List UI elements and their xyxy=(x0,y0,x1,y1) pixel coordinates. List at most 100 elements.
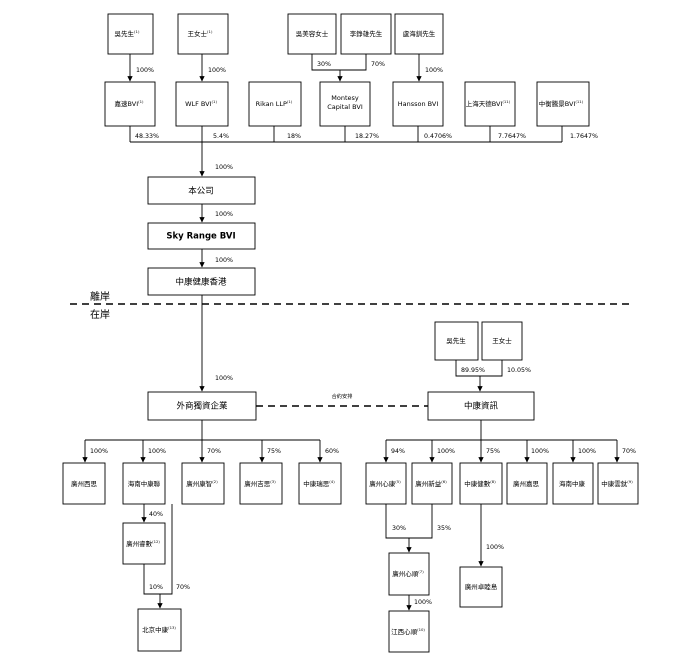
wang-top-box xyxy=(177,13,229,55)
company-label: 本公司 xyxy=(188,186,214,197)
offshore-label: 離岸 xyxy=(90,290,110,303)
svg-text:100%: 100% xyxy=(531,448,549,455)
rikan-llp-box xyxy=(248,81,302,127)
svg-text:100%: 100% xyxy=(414,599,432,606)
montesy-label-1: Montesy xyxy=(331,94,359,102)
svg-text:75%: 75% xyxy=(267,448,281,455)
svg-text:7.7647%: 7.7647% xyxy=(498,133,526,140)
li-zhengxiong-label: 李錚雄先生 xyxy=(350,29,383,38)
svg-text:18%: 18% xyxy=(287,133,301,140)
onshore-label: 在岸 xyxy=(90,309,110,321)
sky-range-label: Sky Range BVI xyxy=(166,232,235,242)
montesy-box xyxy=(319,81,371,127)
wu-meirong-label: 吳美容女士 xyxy=(296,29,329,38)
svg-text:40%: 40% xyxy=(149,511,163,518)
zhongheng-bvi-box xyxy=(536,81,590,127)
wang-top-label: 王女士(1) xyxy=(188,29,213,38)
wlf-bvi-box xyxy=(175,81,229,127)
svg-text:100%: 100% xyxy=(215,211,233,218)
gz-ruishu-label: 廣州睿數(12) xyxy=(126,539,160,548)
svg-text:30%: 30% xyxy=(317,61,331,68)
zk-ruisi-box xyxy=(298,462,342,505)
svg-text:100%: 100% xyxy=(215,375,233,382)
svg-text:60%: 60% xyxy=(325,448,339,455)
svg-text:35%: 35% xyxy=(437,525,451,532)
hn-zk2-label: 海南中康 xyxy=(559,479,586,488)
wu-top-box xyxy=(107,13,154,55)
zk-info-label: 中康資訊 xyxy=(464,401,499,412)
gz-jizhi-label: 廣州吉思(3) xyxy=(244,479,276,488)
company-box xyxy=(147,176,256,205)
svg-text:5.4%: 5.4% xyxy=(213,133,229,140)
gz-kangzhi-label: 廣州康智(2) xyxy=(186,479,218,488)
svg-text:89.95%: 89.95% xyxy=(461,367,485,374)
svg-text:94%: 94% xyxy=(391,448,405,455)
gz-xinyu-box xyxy=(411,462,453,505)
svg-text:100%: 100% xyxy=(425,67,443,74)
gz-xisi-box xyxy=(62,462,106,505)
sky-range-box xyxy=(147,222,256,250)
svg-text:70%: 70% xyxy=(207,448,221,455)
gz-jiasi-box xyxy=(506,462,548,505)
zk-hk-box xyxy=(147,267,256,296)
svg-text:10%: 10% xyxy=(149,584,163,591)
wu-top-label: 吳先生(1) xyxy=(115,29,140,38)
hn-zk2-box xyxy=(552,462,594,505)
wlf-bvi-label: WLF BVI(1) xyxy=(185,99,217,108)
wfoe-box xyxy=(147,391,257,421)
gz-zhuohang-label: 廣州卓睦島 xyxy=(465,582,498,591)
montesy-label-2: Capital BVI xyxy=(327,103,363,111)
zk-hk-label: 中康健康香港 xyxy=(175,277,227,288)
jx-xinshun-box xyxy=(388,610,430,653)
li-zhengxiong-box xyxy=(340,13,392,55)
gz-jizhi-box xyxy=(239,462,283,505)
zhongheng-bvi-label: 中衡騰景BVI(11) xyxy=(539,99,584,108)
bj-zk-label: 北京中康(13) xyxy=(142,625,176,634)
svg-text:10.05%: 10.05% xyxy=(507,367,531,374)
svg-text:70%: 70% xyxy=(176,584,190,591)
svg-text:100%: 100% xyxy=(148,448,166,455)
hn-zk-box xyxy=(122,462,166,505)
zk-yuntai-label: 中康雲鈦(9) xyxy=(601,479,633,488)
wu-meirong-box xyxy=(287,13,337,55)
gz-xinkang-box xyxy=(365,462,407,505)
hn-zk-label: 海南中康聯 xyxy=(128,479,161,488)
rikan-llp-label: Rikan LLP(1) xyxy=(256,99,293,108)
gz-ruishu-box xyxy=(122,522,166,565)
hansson-label: Hansson BVI xyxy=(398,100,439,108)
wang-onshore-box xyxy=(481,321,523,361)
svg-text:48.33%: 48.33% xyxy=(135,133,159,140)
gz-jiasi-label: 廣州嘉思 xyxy=(513,479,540,488)
gz-kangzhi-box xyxy=(181,462,225,505)
wu-onshore-label: 吳先生 xyxy=(446,336,466,345)
contract-label: 合約安排 xyxy=(332,392,353,400)
haisu-bvi-box xyxy=(104,81,156,127)
svg-text:100%: 100% xyxy=(437,448,455,455)
svg-text:75%: 75% xyxy=(486,448,500,455)
svg-text:70%: 70% xyxy=(622,448,636,455)
wu-onshore-box xyxy=(434,321,479,361)
svg-text:100%: 100% xyxy=(486,544,504,551)
haisu-bvi-label: 嘉速BVI(1) xyxy=(114,99,144,108)
shanghai-bvi-box xyxy=(464,81,516,127)
bj-zk-box xyxy=(137,608,182,652)
jx-xinshun-label: 江西心順(10) xyxy=(391,627,425,636)
svg-text:1.7647%: 1.7647% xyxy=(570,133,598,140)
zk-info-box xyxy=(427,391,535,421)
svg-text:0.4706%: 0.4706% xyxy=(424,133,452,140)
svg-text:30%: 30% xyxy=(392,525,406,532)
gz-xinshun-label: 廣州心順(7) xyxy=(392,569,424,578)
gz-xinkang-label: 廣州心康(5) xyxy=(369,479,401,488)
gz-xinyu-label: 廣州新益(6) xyxy=(415,479,447,488)
gz-xisi-label: 廣州西思 xyxy=(71,479,98,488)
zk-yuntai-box xyxy=(597,462,639,505)
gz-zhuohang-box xyxy=(459,566,503,608)
svg-text:100%: 100% xyxy=(136,67,154,74)
svg-text:100%: 100% xyxy=(208,67,226,74)
wang-onshore-label: 王女士 xyxy=(492,336,512,345)
jianhai-label: 盧海釧先生 xyxy=(403,29,436,38)
shanghai-bvi-label: 上海天德BVI(11) xyxy=(466,99,511,108)
zk-ruisi-label: 中康瑞思(4) xyxy=(303,479,335,488)
svg-text:100%: 100% xyxy=(215,164,233,171)
